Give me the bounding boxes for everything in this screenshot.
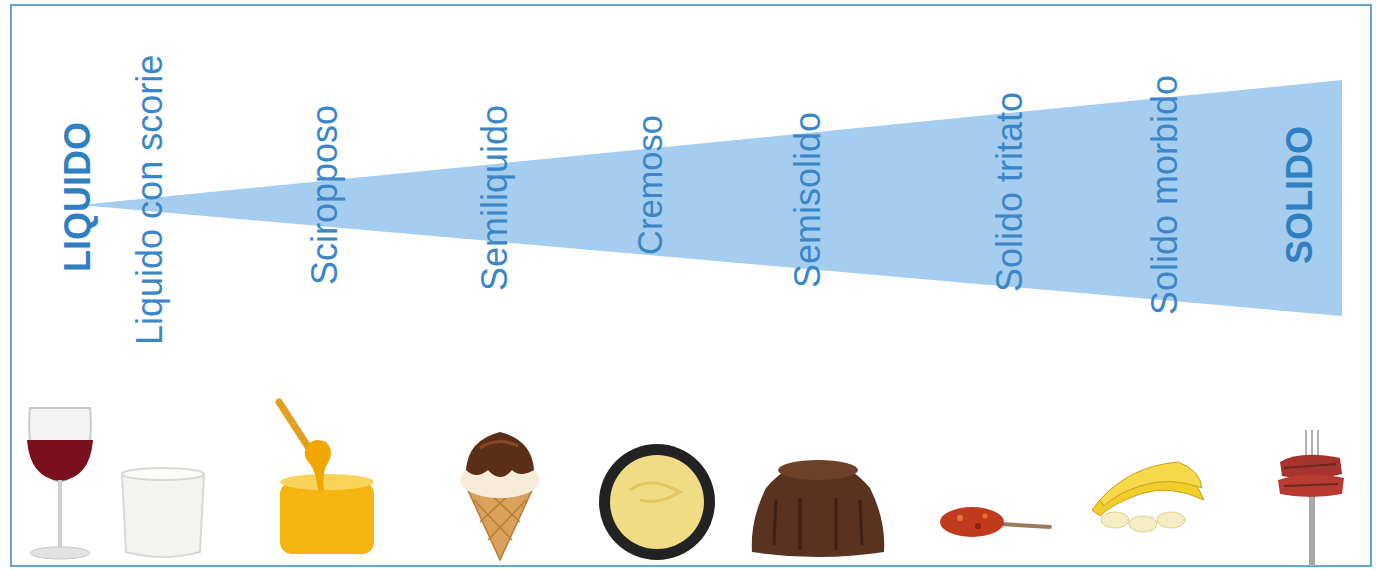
honey-jar-icon [279, 402, 374, 554]
cream-bowl-icon [599, 444, 715, 560]
consistency-label: Semisolido [790, 112, 826, 288]
consistency-label: SOLIDO [1282, 126, 1318, 264]
milk-glass-icon [122, 468, 204, 557]
consistency-label: Solido tritato [992, 92, 1028, 292]
consistency-label: Liquido con scorie [132, 55, 168, 345]
consistency-label: LIQUIDO [60, 122, 96, 272]
steak-fork-icon [1278, 430, 1344, 566]
consistency-label: Cremoso [633, 115, 668, 255]
frame [11, 5, 1371, 566]
consistency-label: Sciropposo [307, 105, 343, 285]
spice-spoon-icon [940, 507, 1050, 537]
banana-icon [1092, 462, 1204, 532]
consistency-label: Semiliquido [477, 105, 513, 291]
ice-cream-icon [460, 432, 540, 560]
consistency-label: Solido morbido [1147, 75, 1183, 315]
wine-glass-icon [27, 408, 93, 559]
chocolate-pudding-icon [752, 460, 884, 557]
